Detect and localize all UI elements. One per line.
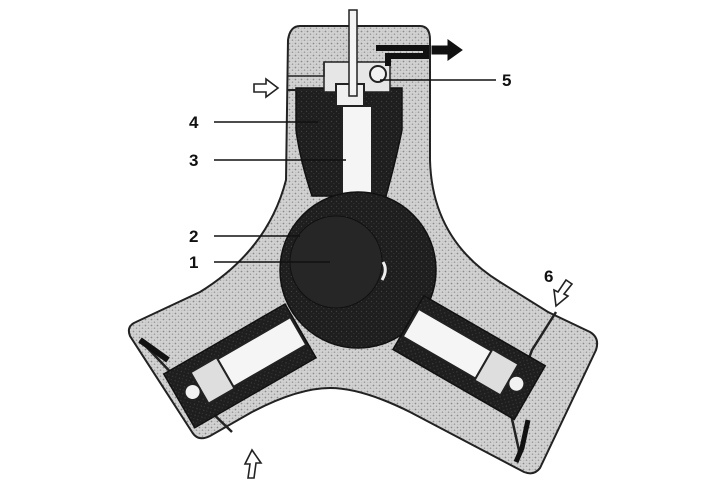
top-outlet-duct — [376, 45, 429, 66]
callout-5: 5 — [502, 71, 511, 90]
top-valve-stem — [348, 9, 358, 97]
callout-6: 6 — [544, 267, 553, 286]
inlet-arrow-right — [553, 278, 574, 308]
left-port-dark — [138, 337, 170, 363]
callout-2: 2 — [189, 227, 198, 246]
top-piston — [341, 105, 373, 199]
right-check-ball — [507, 374, 526, 393]
callout-4: 4 — [189, 113, 199, 132]
left-check-ball — [183, 383, 202, 401]
outlet-arrow — [431, 39, 463, 61]
top-check-ball — [369, 65, 387, 83]
left-cylinder-assembly — [162, 302, 318, 429]
right-port-dark — [513, 419, 531, 463]
right-cylinder-assembly — [391, 294, 547, 421]
inlet-arrow-top — [253, 77, 280, 99]
callout-1: 1 — [189, 253, 198, 272]
top-inlet-channel-b — [288, 62, 325, 77]
inlet-arrow-bottom — [243, 448, 263, 479]
shaft-key — [380, 261, 387, 281]
callout-3: 3 — [189, 151, 198, 170]
